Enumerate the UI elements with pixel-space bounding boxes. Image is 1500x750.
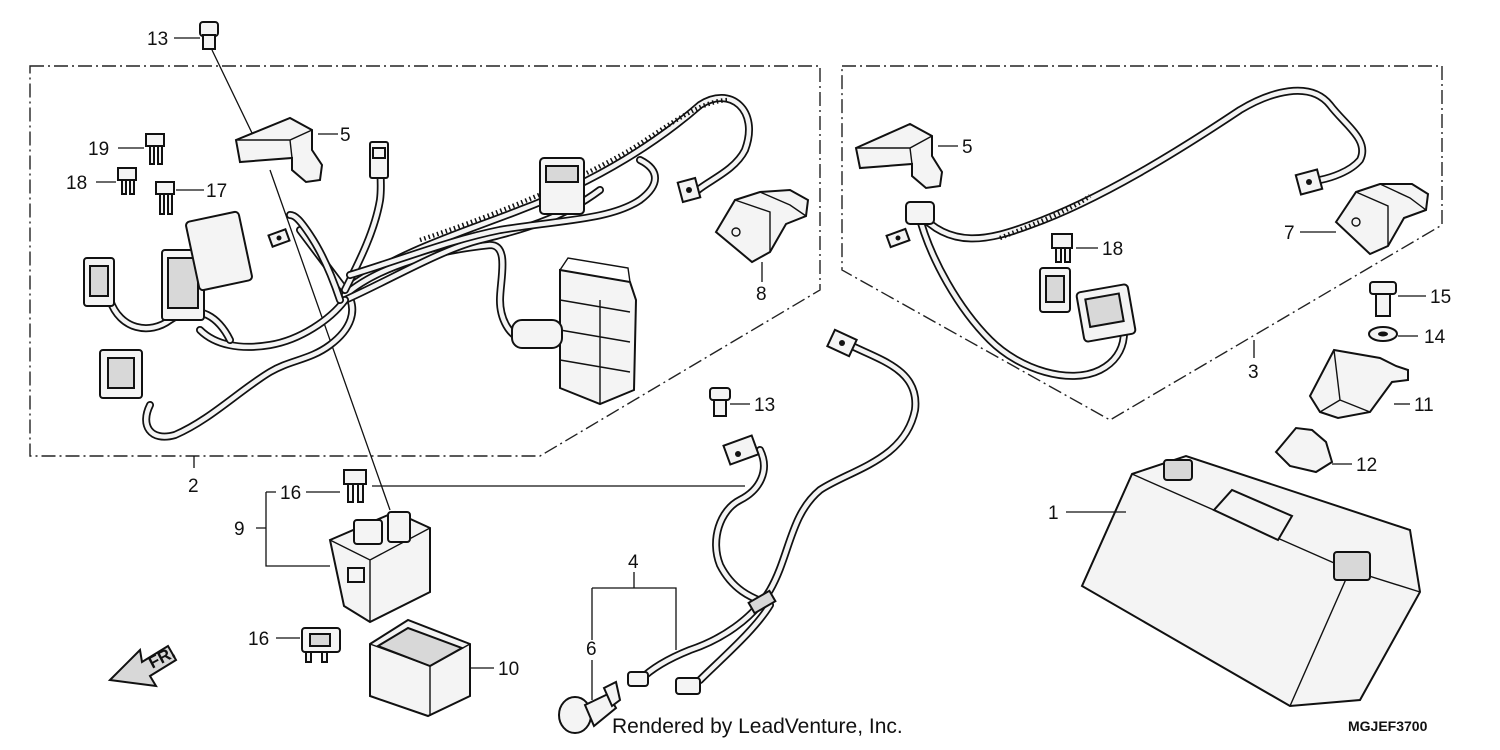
callout-5-left: 5 (340, 125, 351, 146)
part-17-fuse (155, 181, 175, 215)
front-arrow-icon (107, 644, 178, 688)
callout-13-middle: 13 (754, 395, 775, 416)
part-16-fuse-lower (301, 627, 341, 663)
part-16-fuse-upper (343, 469, 367, 503)
callout-13-top: 13 (147, 29, 168, 50)
part-4-battery-cable (627, 328, 920, 695)
callout-3: 3 (1248, 362, 1259, 383)
callout-9: 9 (234, 519, 245, 540)
leader-4 (591, 572, 677, 650)
callout-16-upper: 16 (280, 483, 301, 504)
part-11-battery-band (1308, 348, 1409, 420)
part-6-terminal-boot (558, 680, 622, 734)
callout-15: 15 (1430, 287, 1451, 308)
group-box-sub-harness (841, 65, 1443, 421)
part-19-fuse (145, 133, 165, 165)
group-box-main-harness (29, 65, 821, 457)
callout-1: 1 (1048, 503, 1059, 524)
credit-text: Rendered by LeadVenture, Inc. (612, 715, 903, 738)
callout-10: 10 (498, 659, 519, 680)
callout-12: 12 (1356, 455, 1377, 476)
part-14-washer (1368, 326, 1398, 342)
callout-2: 2 (188, 476, 199, 497)
part-13-bolt-middle (709, 387, 731, 417)
callout-18-left: 18 (66, 173, 87, 194)
part-8-terminal-cover-right (714, 188, 810, 264)
leader-9 (256, 491, 330, 567)
callout-7: 7 (1284, 223, 1295, 244)
callout-8: 8 (756, 284, 767, 305)
diagram-code: MGJEF3700 (1348, 718, 1428, 734)
part-3-sub-harness (885, 86, 1367, 380)
callout-14: 14 (1424, 327, 1446, 348)
callout-5-right: 5 (962, 137, 973, 158)
callout-17: 17 (206, 181, 227, 202)
callout-4: 4 (628, 552, 639, 573)
part-5-terminal-cover-left (234, 116, 324, 184)
part-2-main-harness (83, 94, 753, 441)
part-15-bolt (1369, 281, 1397, 317)
callout-16-lower: 16 (248, 629, 269, 650)
part-18-fuse-left (117, 167, 137, 195)
part-9-starter-relay (328, 510, 431, 624)
callout-6: 6 (586, 639, 597, 660)
callout-19: 19 (88, 139, 109, 160)
part-1-battery (1080, 454, 1422, 708)
callout-18-right: 18 (1102, 239, 1123, 260)
part-10-relay-cover (369, 618, 471, 718)
part-5-terminal-cover-right (854, 122, 944, 190)
part-12-cushion (1274, 426, 1334, 474)
part-18-fuse-right (1051, 233, 1073, 263)
part-7-terminal-cover (1334, 183, 1430, 256)
callout-11: 11 (1414, 395, 1434, 416)
